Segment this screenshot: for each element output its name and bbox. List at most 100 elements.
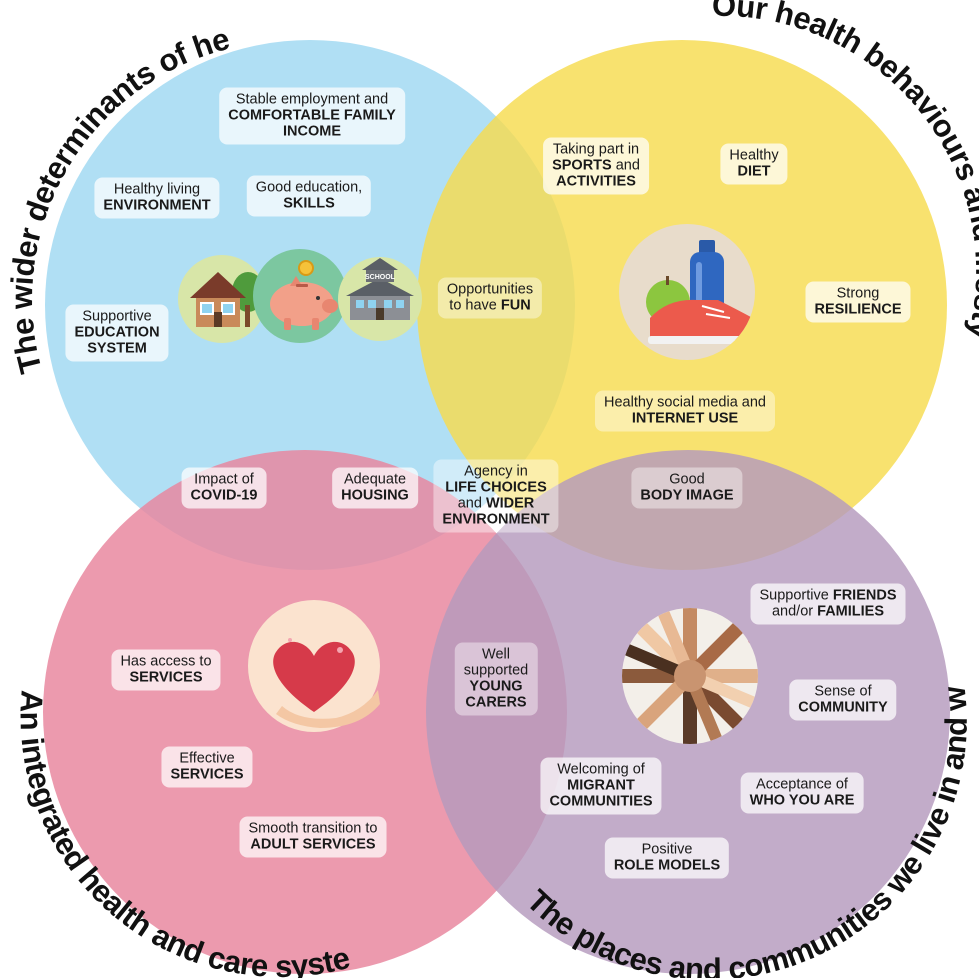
label-line: COMMUNITIES [549,794,652,810]
label-keyword: CARERS [465,694,527,711]
label-line: Sense of [798,684,887,700]
label-line: Good education, [256,180,362,196]
label-keyword: COMMUNITIES [549,793,653,810]
label-line: Supportive [74,309,159,325]
label-line: SERVICES [120,670,211,686]
label-keyword: SKILLS [283,195,335,212]
label-keyword: RESILIENCE [814,301,902,318]
label-text: and [457,495,486,512]
label-line: Healthy [729,148,778,164]
label-text: Welcoming of [557,761,645,778]
label-text: Good education, [255,179,363,196]
label-keyword: YOUNG [469,678,523,695]
label-line: CARERS [464,695,529,711]
joined-hands-icon [622,608,758,744]
label-keyword: LIFE CHOICES [445,479,547,496]
label-keyword: WHO YOU ARE [749,792,855,809]
label-text: Acceptance of [756,776,848,793]
label-line: Strong [814,286,901,302]
label-line: COVID-19 [191,488,258,504]
label-keyword: SERVICES [170,766,244,783]
label-line: COMMUNITY [798,700,887,716]
label-text: Stable employment and [235,91,389,108]
label-text: Has access to [120,653,212,670]
label-text: to have [449,297,501,314]
label-text: Agency in [464,463,528,480]
label-text: Strong [836,285,880,302]
label-line: Agency in [442,464,549,480]
label-text: Smooth transition to [248,820,378,837]
label-line: Adequate [341,472,409,488]
label-text: Good [669,471,705,488]
label-keyword: ROLE MODELS [613,857,721,874]
label-text: Opportunities [446,281,534,298]
school-sign: SCHOOL [365,274,396,281]
label-line: Smooth transition to [249,821,378,837]
label-text: and [611,157,640,174]
label-keyword: SYSTEM [87,340,147,357]
label-keyword: FUN [500,297,531,314]
label-keyword: EDUCATION [74,324,160,341]
label-line: and WIDER [442,496,549,512]
label-keyword: ENVIRONMENT [442,511,550,528]
label-line: Has access to [120,654,211,670]
house-icon [178,255,266,343]
label-line: supported [464,663,529,679]
label-line: EDUCATION [74,325,159,341]
sports-diet-icon [619,224,755,360]
label-line: DIET [729,164,778,180]
label-text: Positive [641,841,693,858]
label-education: Good education,SKILLS [246,175,372,217]
label-keyword: INCOME [283,123,341,140]
label-text: Impact of [194,471,254,488]
label-line: Supportive FRIENDS [759,588,896,604]
label-line: Stable employment and [228,92,396,108]
label-line: MIGRANT [549,778,652,794]
label-line: SYSTEM [74,341,159,357]
label-line: ADULT SERVICES [249,837,378,853]
label-line: to have FUN [447,298,533,314]
label-line: WHO YOU ARE [750,793,855,809]
label-keyword: INTERNET USE [631,410,739,427]
label-line: ROLE MODELS [614,858,720,874]
label-keyword: COMMUNITY [798,699,888,716]
label-keyword: COVID-19 [190,487,258,504]
label-keyword: DIET [737,163,771,180]
label-keyword: ADULT SERVICES [250,836,376,853]
label-keyword: FAMILIES [817,603,885,620]
label-keyword: COMFORTABLE FAMILY [228,107,396,124]
label-line: BODY IMAGE [640,488,733,504]
label-line: ENVIRONMENT [103,198,210,214]
label-line: Positive [614,842,720,858]
label-line: SPORTS and [552,158,640,174]
label-text: Effective [179,750,235,767]
label-line: HOUSING [341,488,409,504]
label-line: INCOME [228,124,396,140]
label-line: COMFORTABLE FAMILY [228,108,396,124]
school-icon: SCHOOL [338,257,422,341]
label-text: supported [463,662,529,679]
label-line: SERVICES [170,767,243,783]
label-line: Well [464,647,529,663]
label-keyword: ACTIVITIES [556,173,636,190]
label-line: Acceptance of [750,777,855,793]
label-line: Effective [170,751,243,767]
label-line: Taking part in [552,142,640,158]
label-line: and/or FAMILIES [759,604,896,620]
label-text: Healthy social media and [603,394,767,411]
label-line: YOUNG [464,679,529,695]
